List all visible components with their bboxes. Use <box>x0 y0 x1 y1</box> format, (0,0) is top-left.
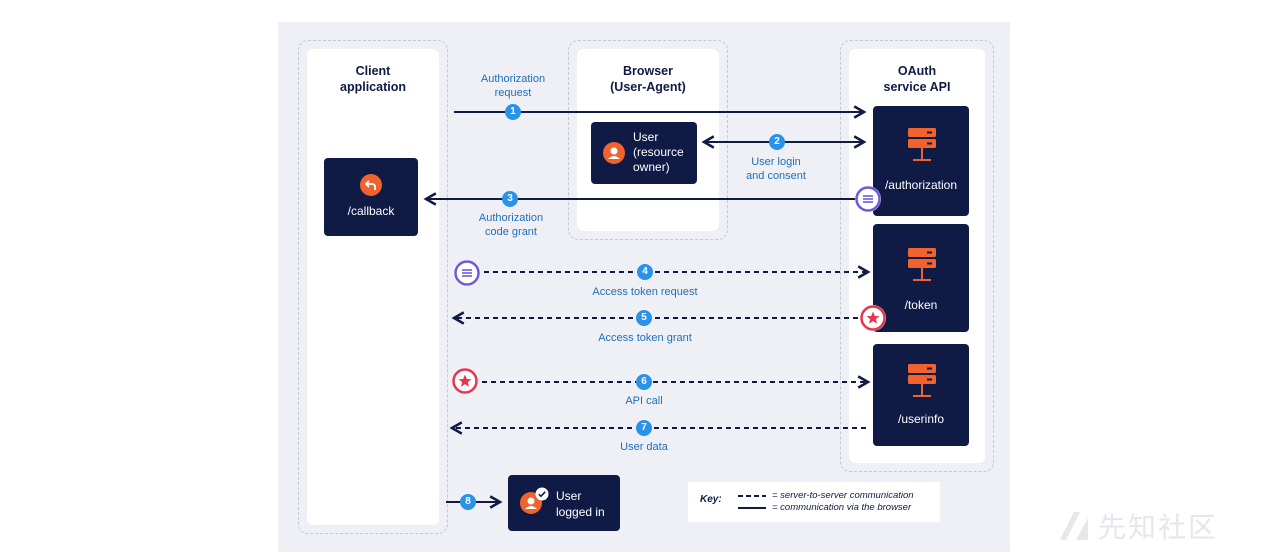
user-owner-box: User (resource owner) <box>591 122 697 184</box>
key-solid-label: = communication via the browser <box>772 502 912 513</box>
oauth-lane-title: OAuth service API <box>883 64 951 94</box>
server-icon <box>908 128 936 161</box>
step-badge-6: 6 <box>636 374 652 390</box>
logged-in-label: User logged in <box>556 489 605 519</box>
callback-icon <box>360 174 382 196</box>
watermark-logo <box>1060 512 1088 540</box>
server-icon <box>908 248 936 281</box>
browser-lane-title: Browser (User-Agent) <box>610 64 686 94</box>
userinfo-label: /userinfo <box>897 412 945 426</box>
authorization-code-icon <box>454 260 480 286</box>
token-label: /token <box>904 298 938 312</box>
step-label-6: API call <box>625 395 663 407</box>
access-token-icon <box>860 305 886 331</box>
step-label-4: Access token request <box>592 286 698 298</box>
client-lane-title: Client application <box>340 64 406 94</box>
key-lines <box>738 495 766 509</box>
step-label-5: Access token grant <box>598 332 692 344</box>
step-badge-4: 4 <box>637 264 653 280</box>
step-badge-5: 5 <box>636 310 652 326</box>
step-label-7: User data <box>620 441 668 453</box>
access-token-icon <box>452 368 478 394</box>
step-badge-2: 2 <box>769 134 785 150</box>
step-badge-3: 3 <box>502 191 518 207</box>
token-box: /token <box>873 224 969 332</box>
step-label-2: User login and consent <box>746 156 806 182</box>
step-label-3: Authorization code grant <box>478 212 544 238</box>
step-badge-8: 8 <box>460 494 476 510</box>
check-icon <box>535 487 549 501</box>
server-icon <box>908 364 936 397</box>
authorization-box: /authorization <box>873 106 969 216</box>
client-lane: Client application <box>298 40 448 534</box>
user-check-icon <box>520 492 542 514</box>
watermark-text: 先知社区 <box>1098 512 1219 543</box>
step-badge-7: 7 <box>636 420 652 436</box>
step-label-1: Authorization request <box>480 73 546 99</box>
callback-box: /callback <box>324 158 418 236</box>
callback-label: /callback <box>347 204 395 218</box>
authorization-code-icon <box>855 186 881 212</box>
key-title: Key: <box>700 494 722 505</box>
legend-key: Key: = server-to-server communication = … <box>688 482 940 522</box>
step-badge-1: 1 <box>505 104 521 120</box>
logged-in-box: User logged in <box>508 475 620 531</box>
userinfo-box: /userinfo <box>873 344 969 446</box>
key-dashed-label: = server-to-server communication <box>772 490 914 501</box>
user-owner-label: User (resource owner) <box>633 130 684 174</box>
authorization-label: /authorization <box>884 178 958 192</box>
user-icon <box>603 142 625 164</box>
